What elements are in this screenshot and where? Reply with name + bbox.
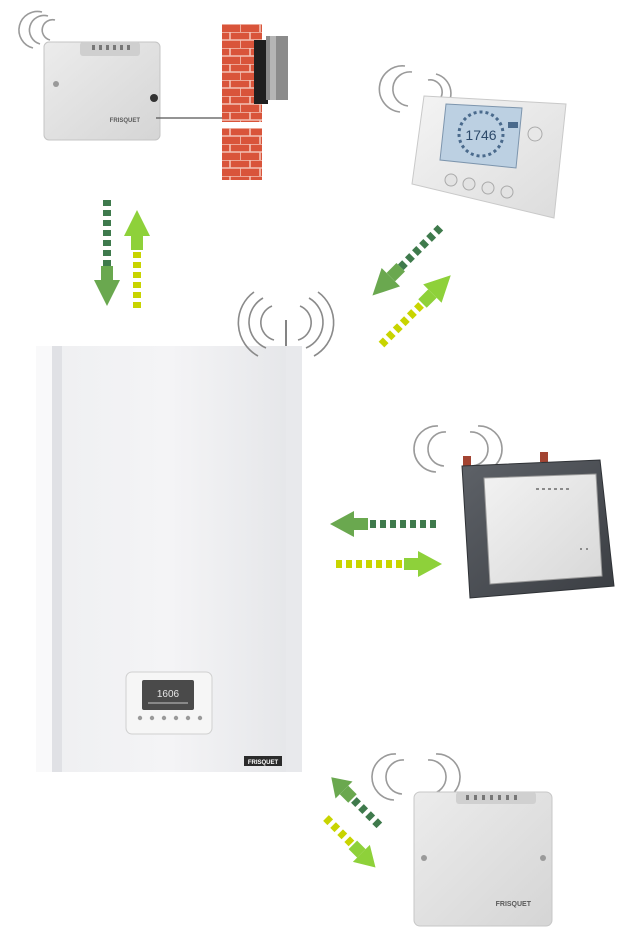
arrow-boiler-to-controlbox bbox=[336, 551, 442, 577]
thermostat-display: 1746 bbox=[465, 127, 496, 143]
wireless-signal-icon bbox=[18, 10, 56, 49]
boiler-unit: 1606 FRISQUET bbox=[36, 291, 335, 772]
boiler-display: 1606 bbox=[157, 689, 180, 700]
boiler-brand-label: FRISQUET bbox=[248, 760, 279, 766]
brick-wall bbox=[222, 24, 288, 180]
boiler-badge bbox=[244, 756, 282, 766]
receiver-box: FRISQUET bbox=[371, 753, 553, 927]
arrow-receiver-to-boiler bbox=[331, 777, 383, 829]
heating-control-box bbox=[413, 425, 615, 599]
boiler-control-panel: 1606 bbox=[125, 671, 213, 735]
room-thermostat: 1746 bbox=[378, 65, 567, 219]
arrow-boiler-to-receiver bbox=[323, 815, 376, 868]
arrow-down-to-boiler bbox=[94, 200, 120, 306]
arrow-thermostat-to-boiler bbox=[372, 224, 444, 296]
boiler-antenna-icon bbox=[237, 291, 335, 357]
arrow-up-from-boiler bbox=[124, 210, 150, 308]
outdoor-sensor-unit: FRISQUET bbox=[18, 10, 161, 141]
brand-label: FRISQUET bbox=[110, 118, 141, 124]
receiver-brand-label: FRISQUET bbox=[496, 901, 532, 908]
arrow-controlbox-to-boiler bbox=[330, 511, 436, 537]
